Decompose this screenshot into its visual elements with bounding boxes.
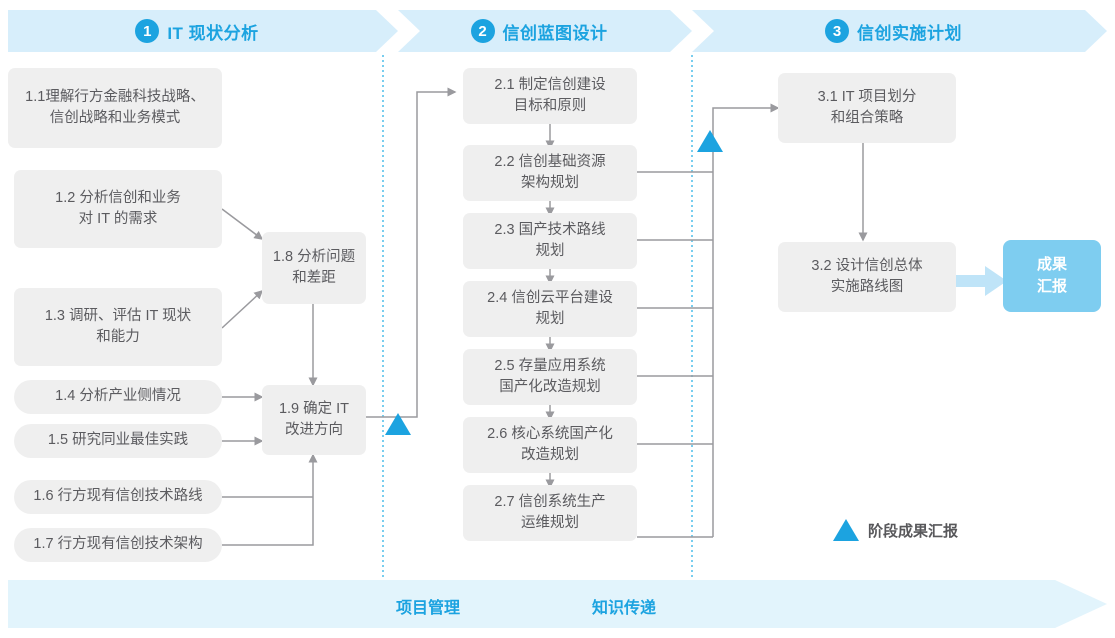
- milestone-triangle-phase2: [697, 130, 723, 152]
- box-result-report[interactable]: 成果 汇报: [1003, 240, 1101, 312]
- box-1-4[interactable]: 1.4 分析产业侧情况: [14, 380, 222, 414]
- phase-band-2: 2 信创蓝图设计: [398, 10, 692, 52]
- phase-band-3: 3 信创实施计划: [692, 10, 1107, 52]
- phase-1-number: 1: [135, 19, 159, 43]
- box-3-1[interactable]: 3.1 IT 项目划分 和组合策略: [778, 73, 956, 143]
- footer-label-project-management: 项目管理: [396, 600, 461, 617]
- box-1-8[interactable]: 1.8 分析问题 和差距: [262, 232, 366, 304]
- box-1-9[interactable]: 1.9 确定 IT 改进方向: [262, 385, 366, 455]
- box-1-2[interactable]: 1.2 分析信创和业务 对 IT 的需求: [14, 170, 222, 248]
- box-2-7[interactable]: 2.7 信创系统生产 运维规划: [463, 485, 637, 541]
- phase-3-title: 信创实施计划: [857, 23, 962, 43]
- milestone-triangle-phase1: [385, 413, 411, 435]
- phase-2-number: 2: [471, 19, 495, 43]
- triangle-icon: [833, 519, 859, 541]
- box-1-6[interactable]: 1.6 行方现有信创技术路线: [14, 480, 222, 514]
- box-2-4[interactable]: 2.4 信创云平台建设 规划: [463, 281, 637, 337]
- box-1-7[interactable]: 1.7 行方现有信创技术架构: [14, 528, 222, 562]
- footer-label-knowledge-transfer: 知识传递: [592, 600, 657, 617]
- box-1-1[interactable]: 1.1理解行方金融科技战略、 信创战略和业务模式: [8, 68, 222, 148]
- phase-1-title: IT 现状分析: [167, 23, 259, 43]
- phase-band-1: 1 IT 现状分析: [8, 10, 398, 52]
- legend-label: 阶段成果汇报: [868, 522, 959, 540]
- box-3-2[interactable]: 3.2 设计信创总体 实施路线图: [778, 242, 956, 312]
- box-2-2[interactable]: 2.2 信创基础资源 架构规划: [463, 145, 637, 201]
- box-2-5[interactable]: 2.5 存量应用系统 国产化改造规划: [463, 349, 637, 405]
- phase-2-title: 信创蓝图设计: [502, 23, 608, 43]
- result-arrow: [953, 266, 1007, 296]
- footer-band: [8, 580, 1107, 628]
- box-2-1[interactable]: 2.1 制定信创建设 目标和原则: [463, 68, 637, 124]
- phase-3-number: 3: [825, 19, 849, 43]
- legend-milestone: 阶段成果汇报: [833, 519, 958, 541]
- box-1-3[interactable]: 1.3 调研、评估 IT 现状 和能力: [14, 288, 222, 366]
- box-2-6[interactable]: 2.6 核心系统国产化 改造规划: [463, 417, 637, 473]
- box-2-3[interactable]: 2.3 国产技术路线 规划: [463, 213, 637, 269]
- box-1-5[interactable]: 1.5 研究同业最佳实践: [14, 424, 222, 458]
